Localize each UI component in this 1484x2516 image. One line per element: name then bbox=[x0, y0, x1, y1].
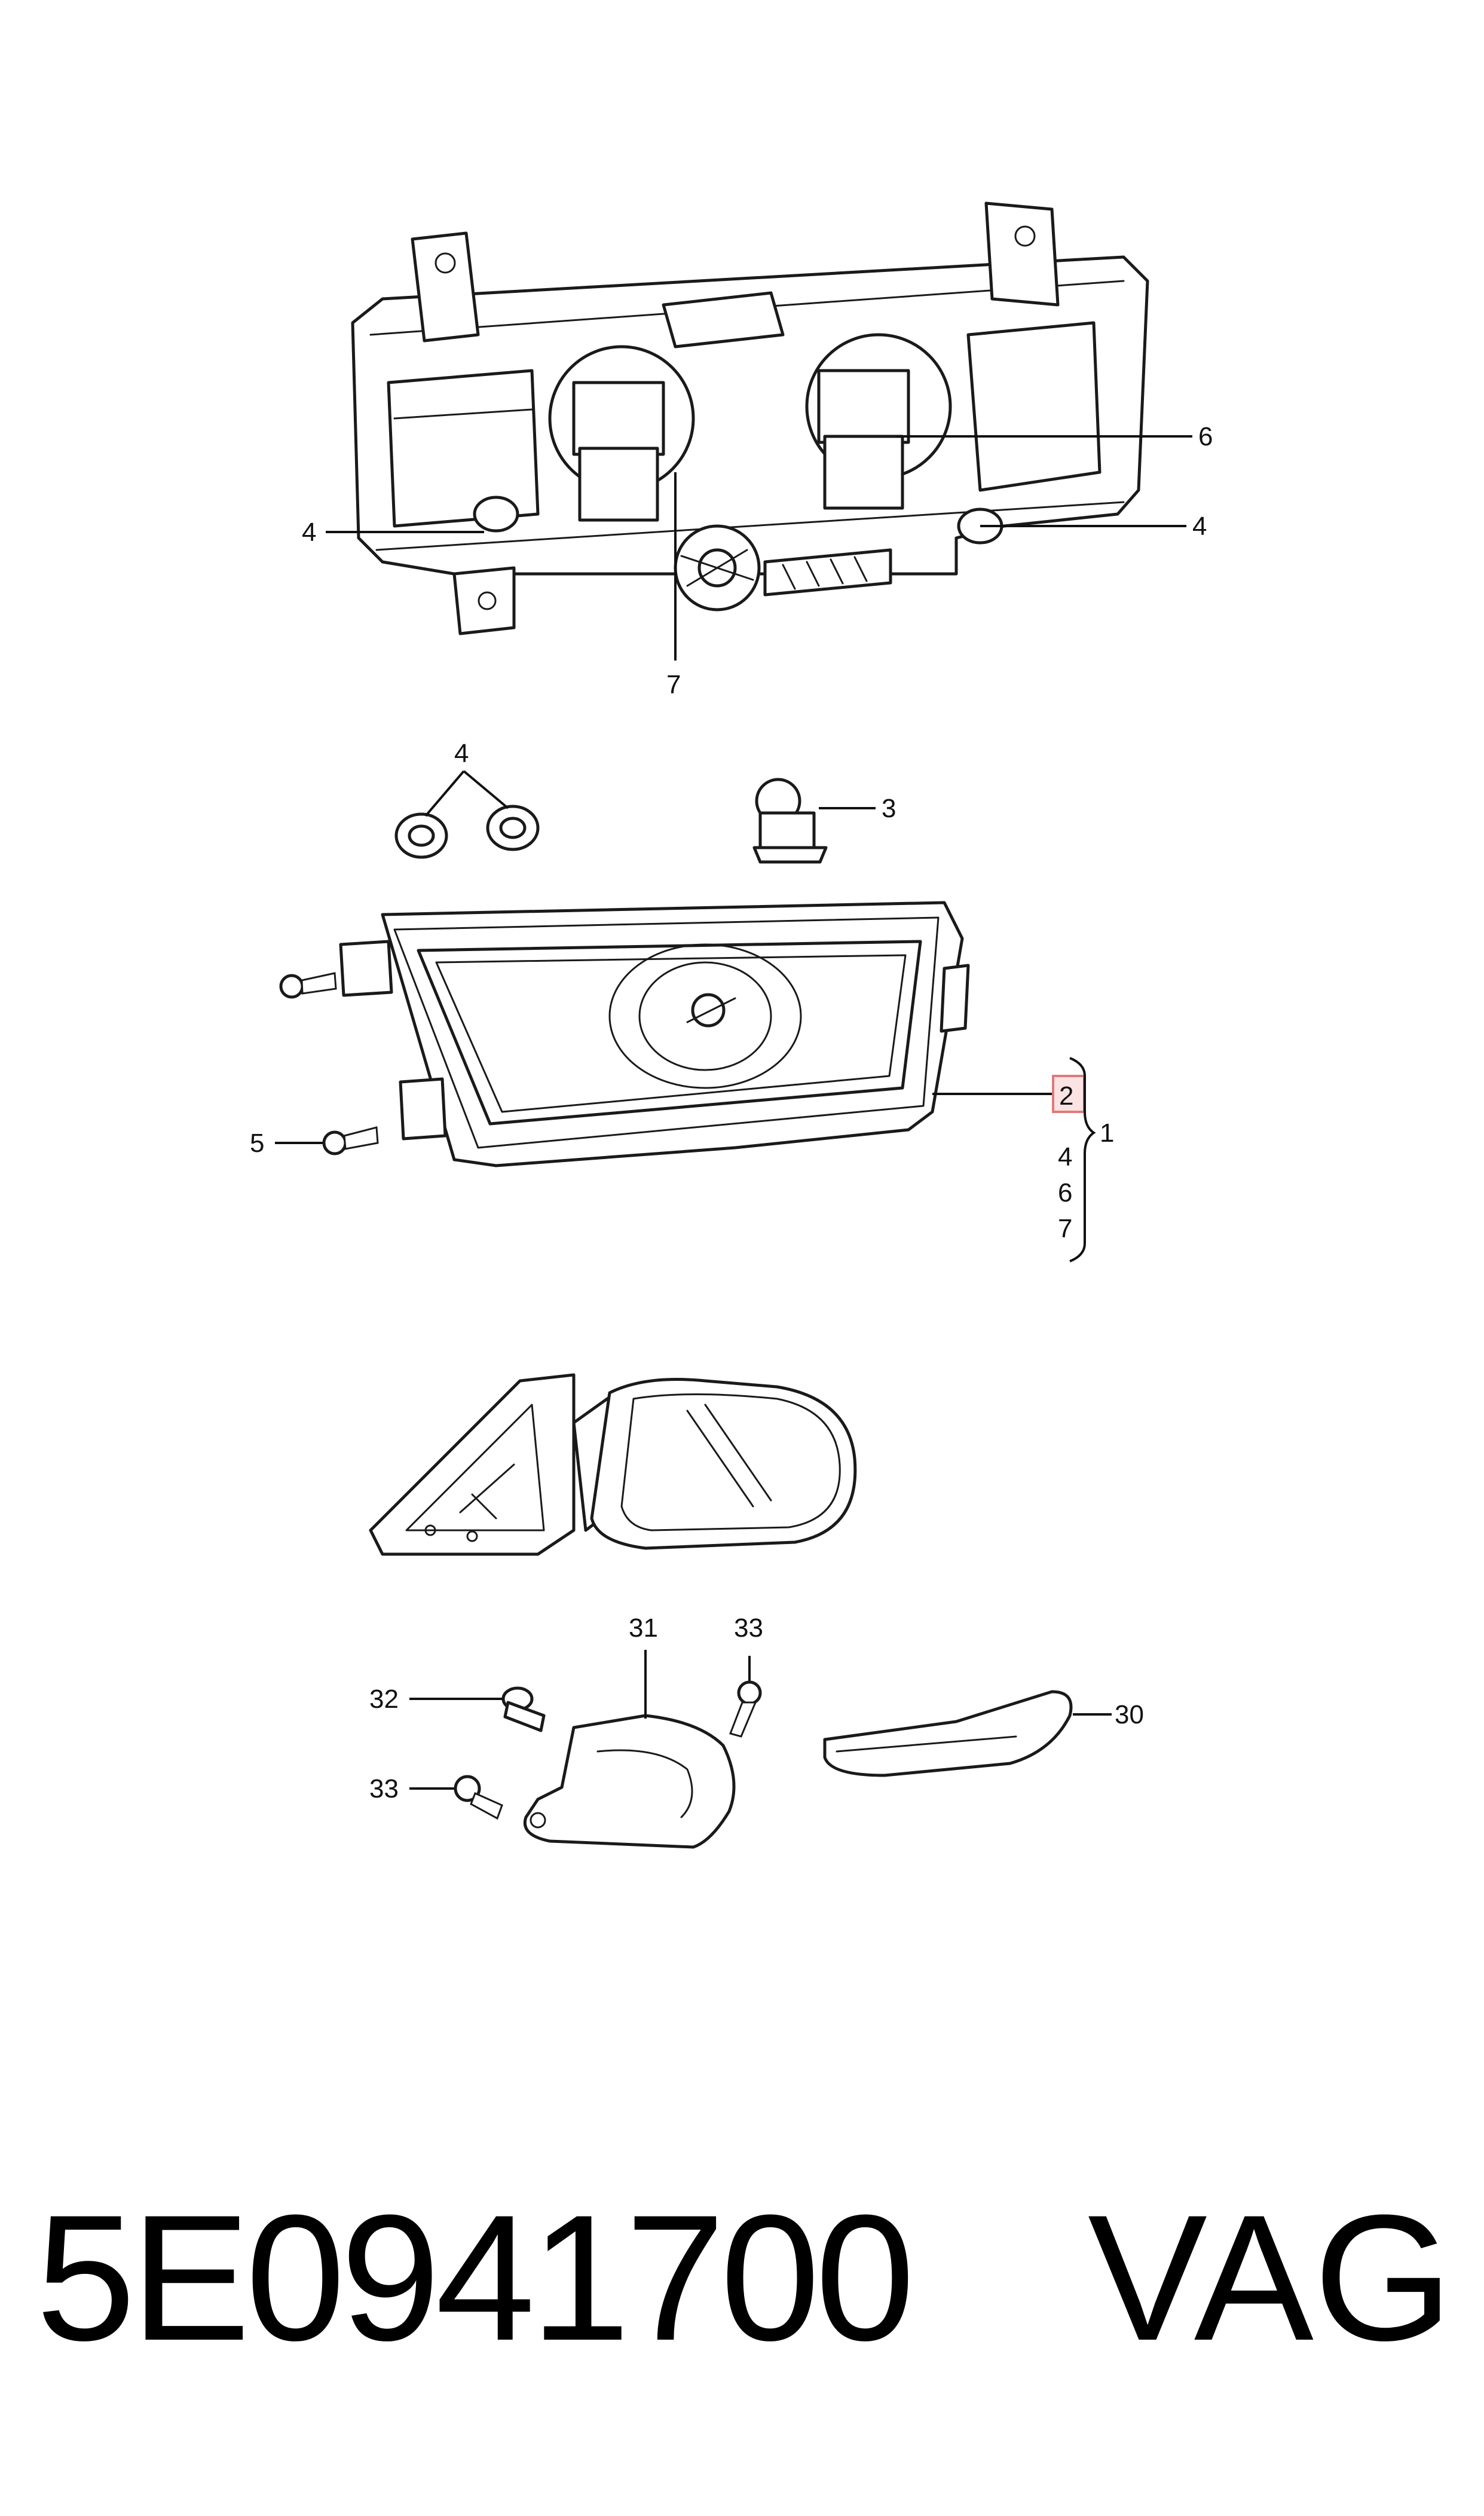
screw-left-upper bbox=[279, 972, 337, 999]
callout-sub-4: 4 bbox=[1058, 1142, 1072, 1172]
assembly-callouts: 2 1 4 6 7 bbox=[932, 1057, 1114, 1262]
side-mirror bbox=[369, 1373, 857, 1556]
part-number: 5E0941700 bbox=[36, 2177, 915, 2378]
callout-33-top: 33 bbox=[734, 1613, 763, 1643]
screw-5: 5 bbox=[250, 1126, 379, 1158]
strip-30: 30 bbox=[823, 1690, 1144, 1777]
callout-4-right: 4 bbox=[1192, 512, 1207, 541]
callout-2: 2 bbox=[1059, 1081, 1073, 1111]
highlight-box-2[interactable] bbox=[1052, 1075, 1085, 1113]
brand-name: VAG bbox=[1088, 2177, 1454, 2378]
callout-4-grommets: 4 bbox=[454, 739, 469, 768]
callout-3: 3 bbox=[882, 794, 896, 823]
fog-lamp-rear-view bbox=[351, 201, 1149, 635]
fog-lamp-front-view bbox=[339, 901, 970, 1167]
callout-7: 7 bbox=[666, 670, 681, 699]
screw-33-left: 33 bbox=[369, 1774, 503, 1820]
diagram-canvas: 4 4 6 7 4 3 bbox=[250, 201, 1213, 1849]
callout-sub-7: 7 bbox=[1058, 1214, 1072, 1243]
trim-cover-31: 31 bbox=[524, 1613, 736, 1849]
callout-6: 6 bbox=[1198, 422, 1213, 451]
grommet-pair: 4 bbox=[394, 739, 540, 859]
callout-sub-6: 6 bbox=[1058, 1178, 1072, 1207]
callout-5: 5 bbox=[250, 1129, 264, 1158]
fog-bulb: 3 bbox=[752, 778, 896, 864]
callout-30: 30 bbox=[1115, 1700, 1144, 1729]
callout-1: 1 bbox=[1100, 1118, 1114, 1148]
callout-31: 31 bbox=[629, 1613, 658, 1643]
clip-32: 32 bbox=[369, 1685, 546, 1732]
callout-4-left: 4 bbox=[302, 518, 316, 547]
callout-32: 32 bbox=[369, 1685, 399, 1714]
callout-33-left: 33 bbox=[369, 1774, 399, 1803]
screw-33-top: 33 bbox=[729, 1613, 763, 1738]
top-callouts: 4 4 6 7 bbox=[302, 422, 1213, 699]
